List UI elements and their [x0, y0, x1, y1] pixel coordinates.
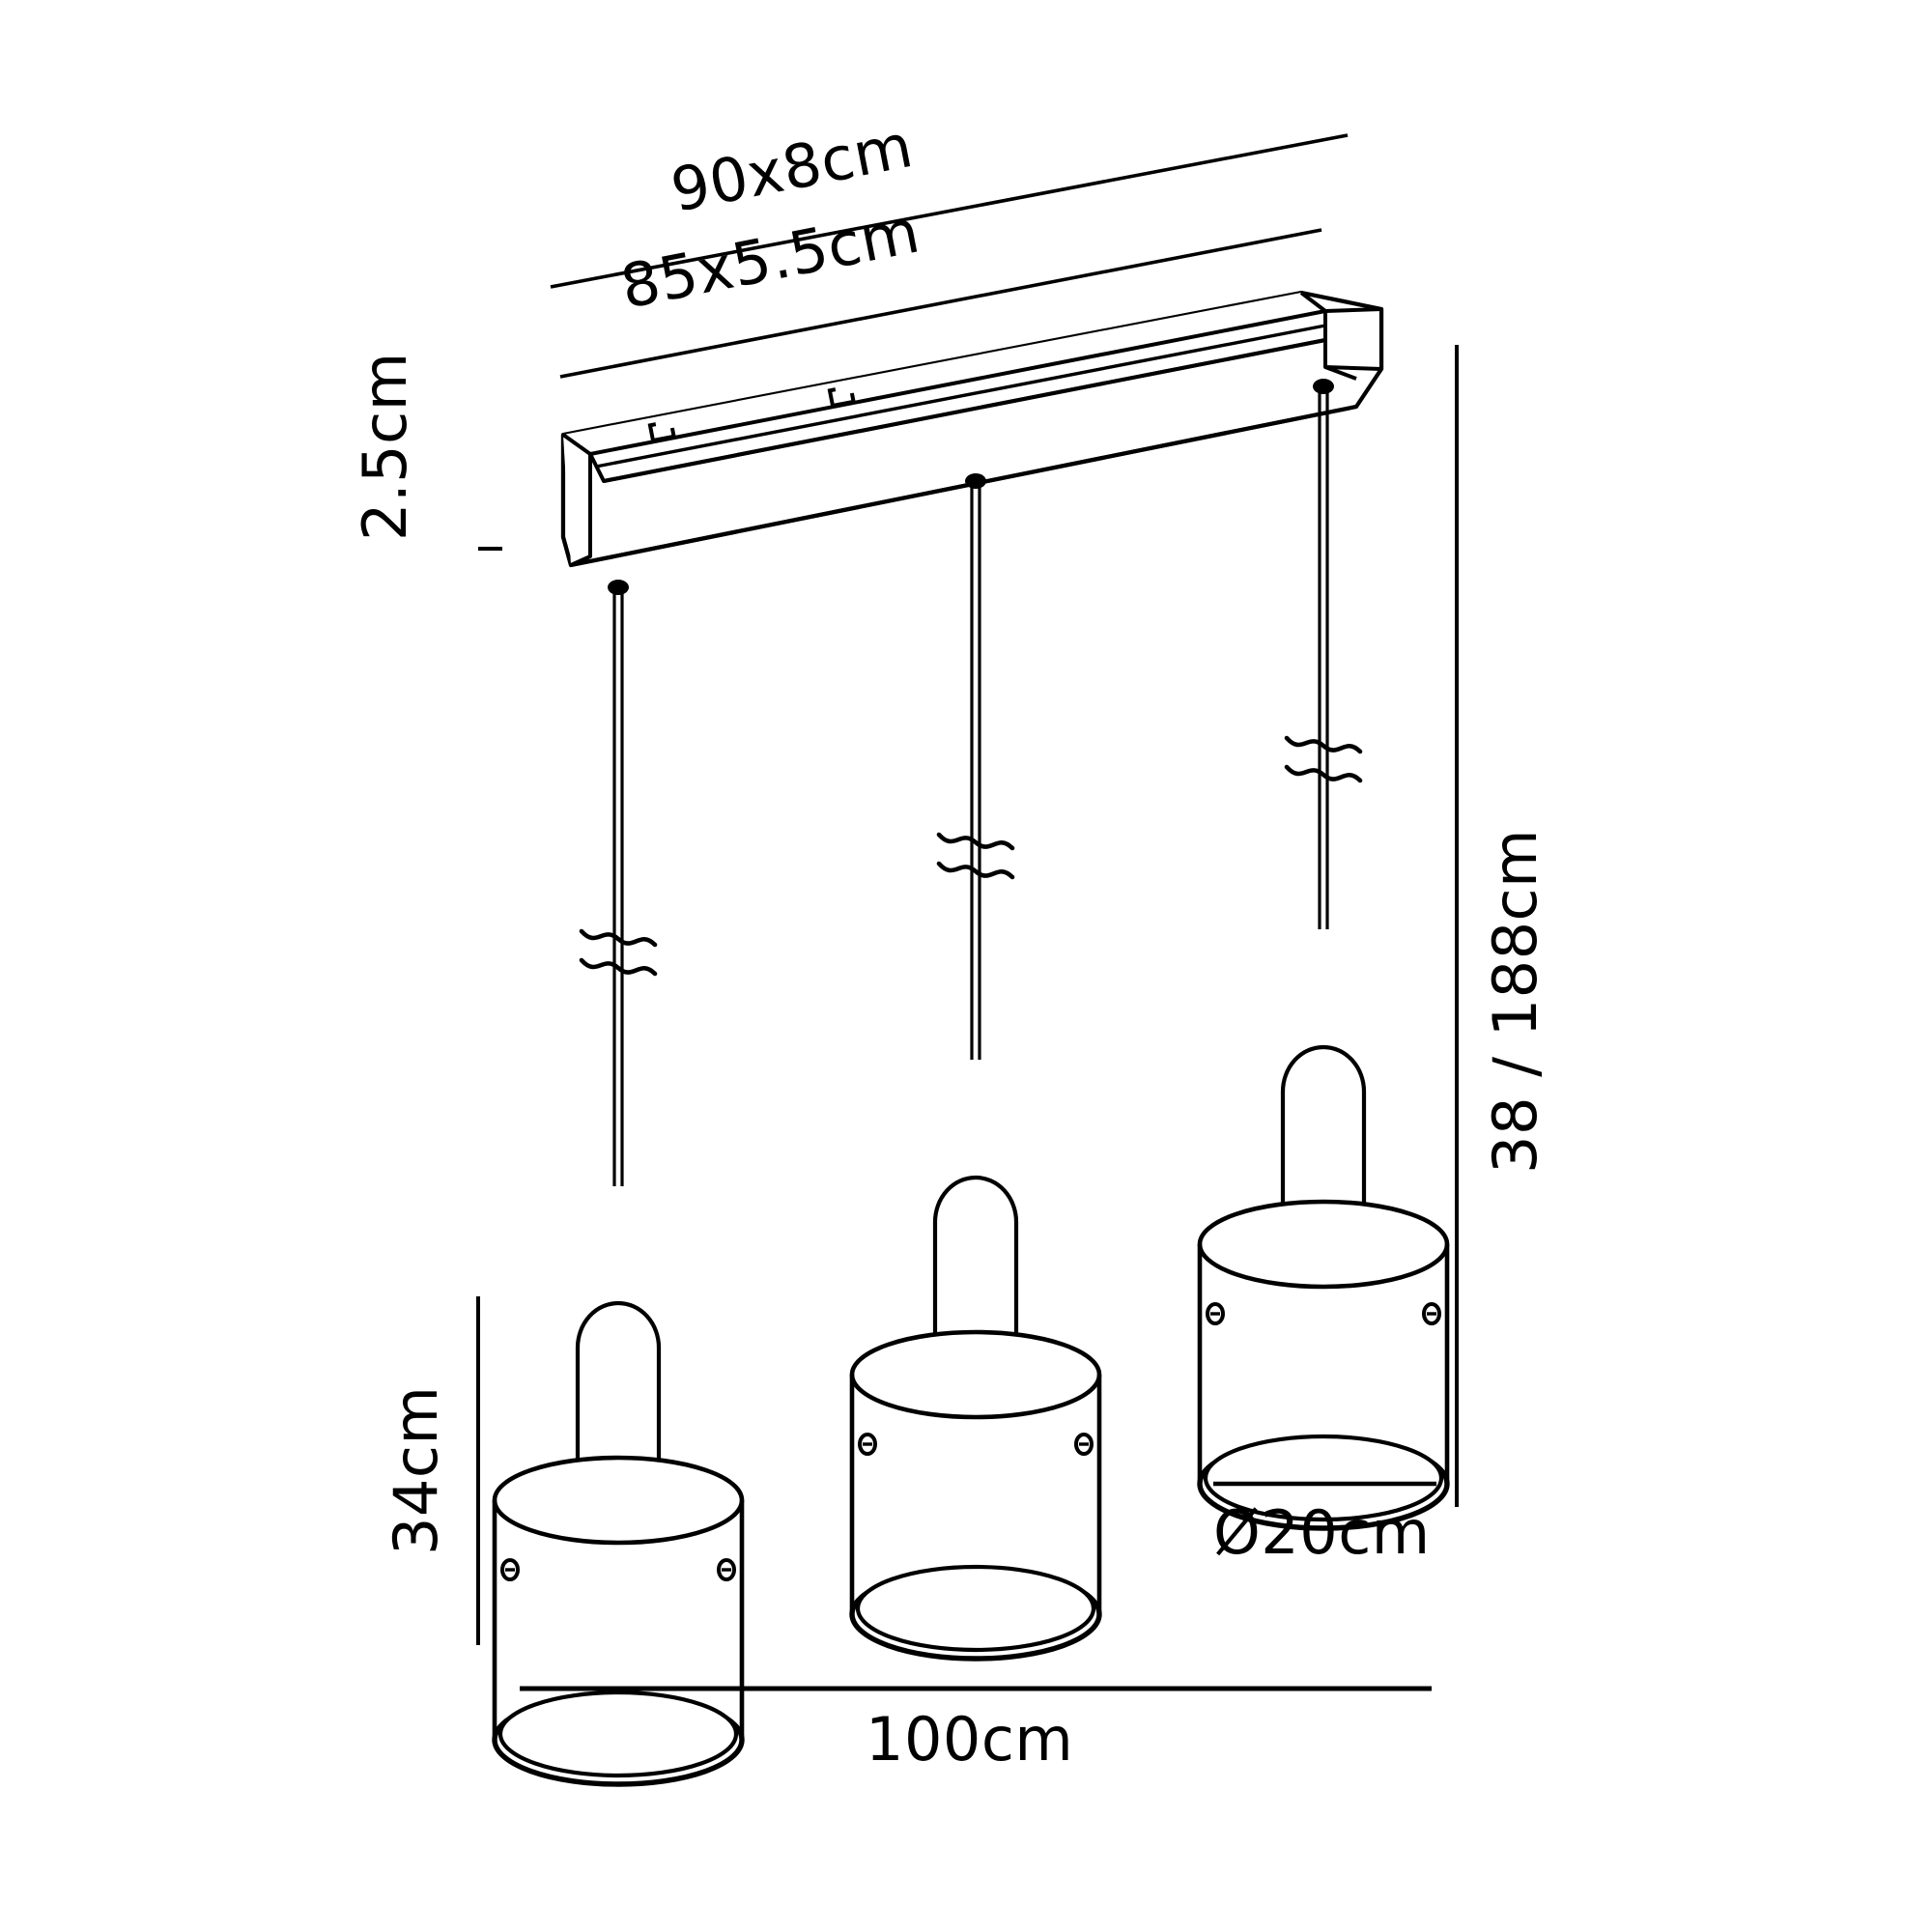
pendant-shade-right	[1200, 1047, 1447, 1528]
pendant-shade-left	[495, 1303, 742, 1784]
label-shade-diameter-text: Ø20cm	[1213, 1497, 1431, 1568]
label-shade-diameter: Ø20cm	[1213, 1503, 1431, 1563]
suspension-cable-middle	[939, 473, 1012, 1060]
suspension-cable-right	[1287, 379, 1360, 929]
label-drop-height: 38 / 188cm	[1480, 829, 1550, 1174]
label-overall-width: 100cm	[866, 1710, 1073, 1770]
dimension-line-canopy-outer	[550, 133, 1349, 289]
ceiling-canopy	[560, 290, 1384, 568]
label-shade-height-text: 34cm	[381, 1385, 451, 1555]
label-shade-height: 34cm	[381, 1386, 451, 1555]
label-canopy-thickness: 2.5cm	[350, 352, 420, 541]
suspension-cable-left	[582, 580, 655, 1186]
label-overall-width-text: 100cm	[866, 1704, 1074, 1775]
dimension-line-canopy-inner	[559, 228, 1322, 379]
label-canopy-thickness-text: 2.5cm	[350, 352, 420, 541]
pendant-shade-middle	[852, 1178, 1099, 1659]
label-drop-height-text: 38 / 188cm	[1480, 828, 1550, 1174]
